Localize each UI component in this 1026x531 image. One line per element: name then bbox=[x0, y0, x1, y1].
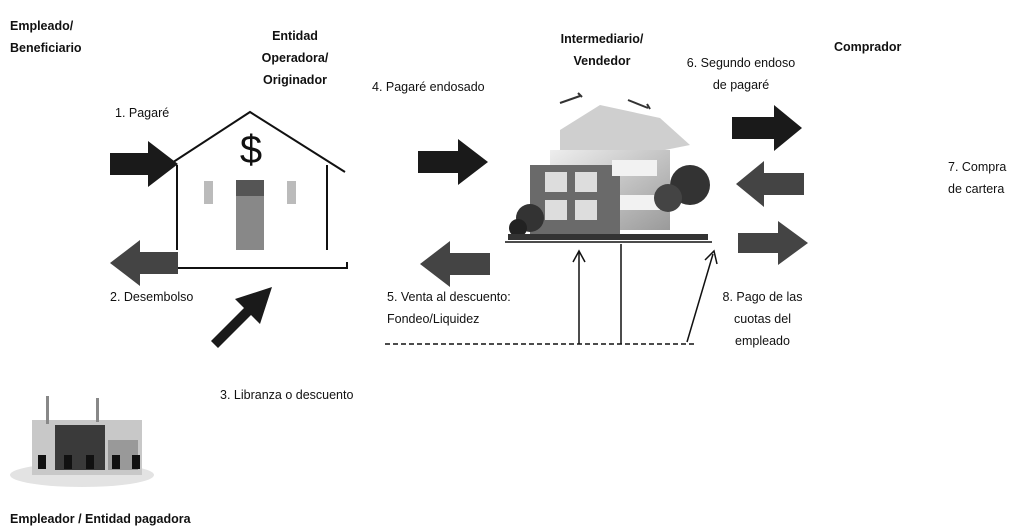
actor-empleado-label: Empleado/ Beneficiario bbox=[10, 19, 82, 55]
step-2-label: 2. Desembolso bbox=[110, 290, 194, 304]
arrow-pagare-endosado bbox=[418, 139, 488, 185]
step-4-label: 4. Pagaré endosado bbox=[372, 80, 485, 94]
office-building-icon bbox=[505, 92, 712, 243]
step-8-label: 8. Pago de las cuotas del empleado bbox=[722, 290, 803, 348]
svg-text:$: $ bbox=[240, 128, 262, 172]
factory-icon bbox=[10, 396, 154, 487]
step-7-label: 7. Compra de cartera bbox=[948, 160, 1007, 196]
actor-empleador-label: Empleador / Entidad pagadora bbox=[10, 512, 191, 526]
arrow-pago-cuotas bbox=[738, 221, 808, 265]
actor-intermediario-label: Intermediario/ Vendedor bbox=[560, 32, 644, 68]
arrow-venta-descuento bbox=[420, 241, 490, 287]
bank-icon: $ bbox=[156, 110, 348, 269]
arrow-libranza bbox=[211, 287, 272, 348]
arrow-desembolso bbox=[110, 240, 178, 286]
step-6-label: 6. Segundo endoso de pagaré bbox=[686, 56, 796, 92]
step-1-label: 1. Pagaré bbox=[115, 106, 170, 120]
arrow-pagare bbox=[110, 141, 178, 187]
arrow-segundo-endoso bbox=[732, 105, 802, 151]
payment-connector-lines bbox=[385, 244, 718, 345]
actor-comprador-label: Comprador bbox=[834, 40, 902, 54]
step-3-label: 3. Libranza o descuento bbox=[220, 388, 354, 402]
actor-entidad-label: Entidad Operadora/ Originador bbox=[261, 29, 329, 87]
step-5-label: 5. Venta al descuento: Fondeo/Liquidez bbox=[387, 290, 511, 326]
arrow-compra-cartera bbox=[736, 161, 804, 207]
